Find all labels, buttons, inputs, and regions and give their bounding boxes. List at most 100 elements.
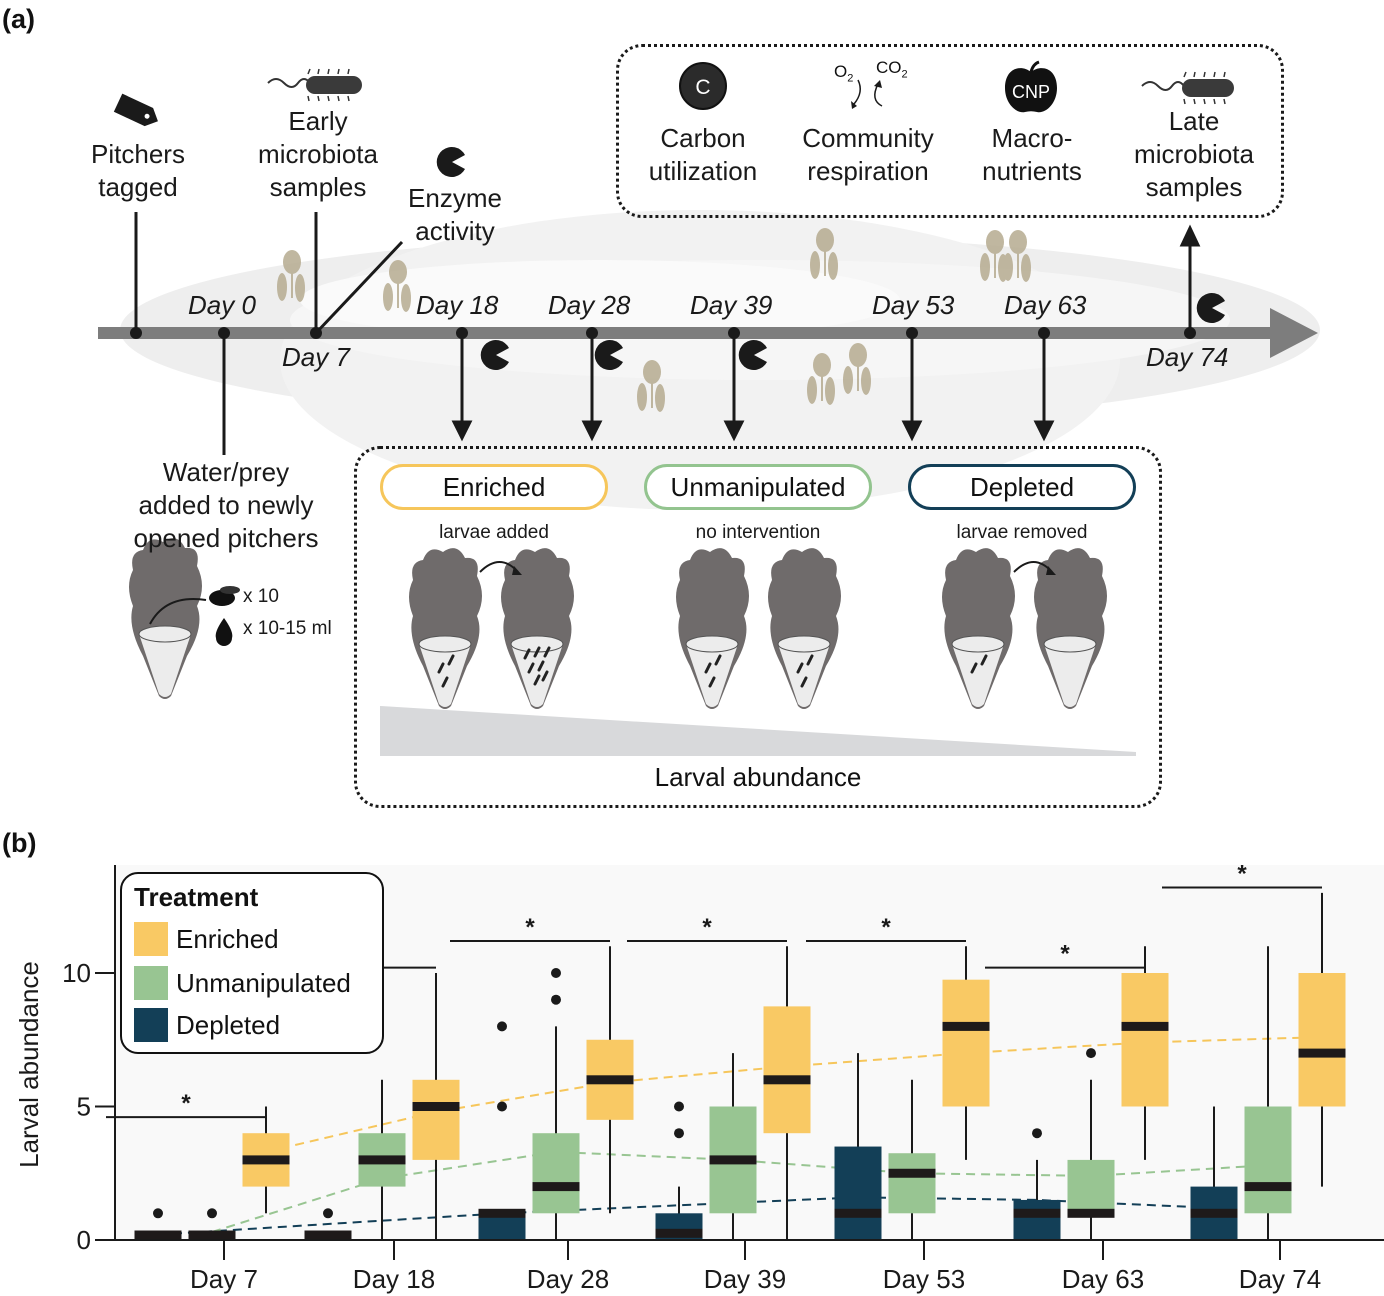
box-depleted	[1013, 1199, 1061, 1240]
outlier-point	[497, 1101, 507, 1112]
plant-icon	[637, 360, 665, 412]
event-early-microbiota: Early microbiota samples	[238, 105, 398, 204]
median-line	[763, 1075, 811, 1085]
median-line	[1244, 1182, 1292, 1192]
respiration-icon	[851, 79, 883, 109]
panel-b-label: (b)	[2, 828, 37, 858]
box-unmanipulated	[888, 1153, 936, 1214]
x-tick-label: Day 28	[527, 1264, 609, 1294]
legend-title: Treatment	[134, 882, 259, 912]
x-tick-label: Day 63	[1062, 1264, 1144, 1294]
day-label-0: Day 0	[188, 290, 256, 320]
outlier-point	[1032, 1128, 1042, 1139]
water-volume-label: x 10-15 ml	[243, 618, 332, 639]
box-unmanipulated	[532, 1133, 580, 1214]
abundance-gradient-wedge	[380, 706, 1136, 756]
timeline-graphic: C CNP	[98, 60, 1320, 756]
pitcher-icon-unmanipulated-1	[675, 547, 750, 710]
event-dots	[130, 327, 1196, 339]
event-label-line: tagged	[98, 172, 178, 202]
panel-a-label: (a)	[2, 4, 35, 34]
median-line	[709, 1155, 757, 1165]
pitcher-icon-enriched-2	[500, 547, 575, 710]
significance-star: *	[181, 1090, 191, 1117]
x-tick-label: Day 39	[704, 1264, 786, 1294]
outlier-point	[323, 1208, 333, 1219]
plant-icon	[843, 343, 871, 395]
day-label-7: Day 7	[282, 342, 350, 372]
legend-label: Unmanipulated	[176, 967, 351, 998]
median-line	[1067, 1208, 1115, 1218]
significance-star: *	[1060, 941, 1070, 968]
legend-label: Depleted	[176, 1009, 281, 1040]
event-enzyme-activity: Enzyme activity	[390, 182, 520, 248]
legend: Treatment Enriched Unmanipulated Deplete…	[120, 872, 384, 1054]
box-enriched	[1121, 973, 1169, 1107]
event-stems	[134, 212, 404, 455]
late-carbon-utilization: Carbon utilization	[633, 122, 773, 188]
treatment-arrows	[451, 224, 1201, 442]
median-line	[586, 1075, 634, 1085]
water-drop-icon	[215, 618, 233, 646]
outlier-point	[551, 994, 561, 1005]
fly-count-label: x 10	[243, 586, 279, 607]
legend-item-depleted[interactable]: Depleted	[134, 1008, 280, 1042]
median-line	[532, 1182, 580, 1192]
legend-item-enriched[interactable]: Enriched	[134, 922, 279, 956]
legend-item-unmanipulated[interactable]: Unmanipulated	[134, 966, 351, 1000]
plant-icon	[277, 250, 305, 302]
pitcher-icon-water-prey	[128, 537, 203, 700]
day-label-74: Day 74	[1146, 342, 1229, 372]
legend-swatch	[134, 922, 168, 956]
carbon-icon-text: C	[695, 76, 710, 99]
significance-star: *	[881, 914, 891, 941]
plant-icon	[807, 353, 835, 405]
timeline-arrow	[98, 308, 1318, 358]
y-tick-label: 10	[62, 958, 91, 988]
late-macronutrients: Macro- nutrients	[962, 122, 1102, 188]
day-label-18: Day 18	[416, 290, 499, 320]
significance-star: *	[1237, 861, 1247, 888]
late-label-line: Community	[802, 123, 934, 153]
late-label-line: Carbon	[660, 123, 746, 153]
treatment-pill-enriched: Enriched	[380, 464, 608, 510]
late-label-line: respiration	[807, 156, 929, 186]
outlier-point	[1086, 1048, 1096, 1059]
y-tick-label: 0	[77, 1225, 91, 1255]
legend-swatch	[134, 1008, 168, 1042]
pacman-enzyme-icon	[480, 340, 509, 370]
day-label-53: Day 53	[872, 290, 955, 320]
late-label-line: Macro-	[991, 123, 1073, 153]
pacman-enzyme-icon	[738, 340, 767, 370]
apple-cnp-text: CNP	[1012, 82, 1050, 102]
day-label-28: Day 28	[548, 290, 631, 320]
x-tick-label: Day 74	[1239, 1264, 1321, 1294]
water-prey-line: added to newly	[138, 490, 314, 520]
plant-icon	[383, 260, 411, 312]
median-line	[655, 1228, 703, 1238]
box-enriched	[763, 1006, 811, 1134]
late-measurements-box	[616, 44, 1284, 218]
late-label-line: samples	[1145, 172, 1243, 202]
event-label-line: Early	[288, 106, 348, 136]
median-line	[834, 1208, 882, 1218]
water-prey-line: opened pitchers	[133, 523, 319, 553]
legend-swatch	[134, 966, 168, 1000]
x-tick-label: Day 53	[883, 1264, 965, 1294]
abundance-gradient-label: Larval abundance	[654, 762, 862, 792]
plant-icon	[810, 228, 838, 280]
box-depleted	[834, 1146, 882, 1240]
add-arrow	[149, 598, 207, 625]
event-label-line: microbiota	[258, 139, 378, 169]
box-enriched	[412, 1079, 460, 1160]
treatment-box	[354, 446, 1162, 808]
median-line	[1121, 1021, 1169, 1031]
box-unmanipulated	[1244, 1106, 1292, 1214]
apple-cnp-icon: CNP	[1005, 60, 1057, 113]
pitcher-icon-depleted-1	[941, 547, 1016, 710]
y-tick-label: 5	[77, 1092, 91, 1122]
co2-label: CO2	[876, 58, 908, 81]
fly-icon	[209, 586, 240, 606]
outlier-point	[207, 1208, 217, 1219]
event-pitchers-tagged: Pitchers tagged	[68, 138, 208, 204]
